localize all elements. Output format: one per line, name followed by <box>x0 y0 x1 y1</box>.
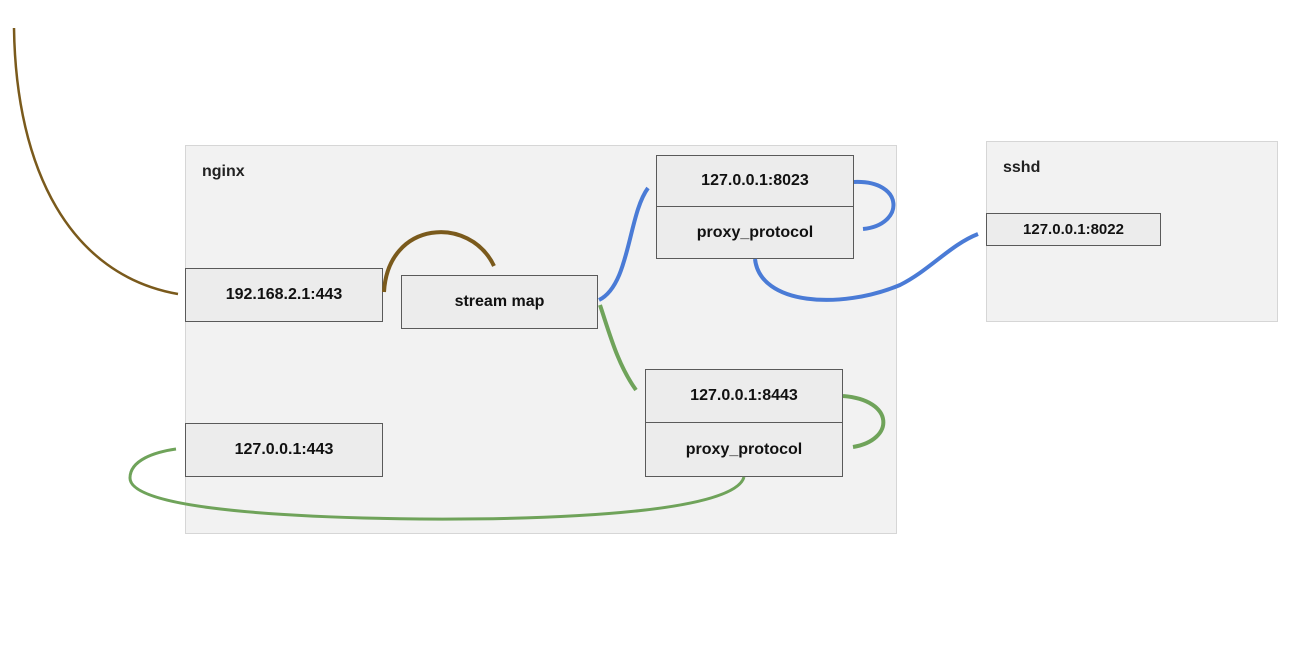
ssh-proxy-protocol-node: proxy_protocol <box>656 207 854 259</box>
https-proxy-to-internal-edge <box>128 447 746 521</box>
stream-map-to-https-edge <box>598 304 638 392</box>
listen-to-stream-map-edge <box>382 230 496 293</box>
stream-map-to-ssh-edge <box>597 186 650 302</box>
https-proxy-loop-edge <box>842 394 886 449</box>
sshd-listen-node: 127.0.0.1:8022 <box>986 213 1161 246</box>
internal-listen-node: 127.0.0.1:443 <box>185 423 383 477</box>
ssh-proxy-to-sshd-edge <box>753 232 979 302</box>
https-upstream-node: 127.0.0.1:8443 <box>645 369 843 423</box>
nginx-label: nginx <box>202 163 245 180</box>
ssh-proxy-loop-edge <box>853 179 896 231</box>
stream-map-node: stream map <box>401 275 598 329</box>
incoming-edge <box>12 27 179 296</box>
https-proxy-protocol-node: proxy_protocol <box>645 423 843 477</box>
external-listen-node: 192.168.2.1:443 <box>185 268 383 322</box>
sshd-label: sshd <box>1003 159 1041 176</box>
ssh-upstream-node: 127.0.0.1:8023 <box>656 155 854 207</box>
